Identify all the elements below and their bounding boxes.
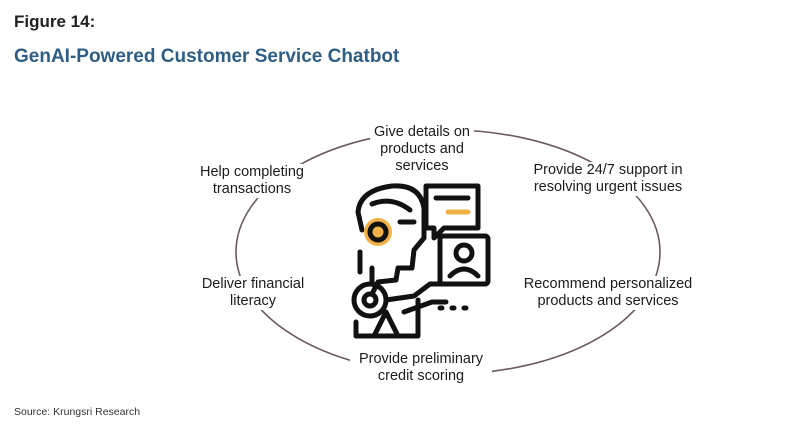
capability-financial-literacy: Deliver financial literacy — [196, 276, 310, 310]
figure-label: Figure 14: — [14, 12, 96, 31]
capability-24-7-support: Provide 24/7 support in resolving urgent… — [522, 162, 694, 196]
capability-credit-scoring: Provide preliminary credit scoring — [350, 351, 492, 385]
chatbot-robot-icon — [351, 183, 491, 339]
capability-transaction-help: Help completing transactions — [190, 164, 314, 198]
capability-product-details: Give details on products and services — [370, 124, 474, 175]
capability-personalized-recommendations: Recommend personalized products and serv… — [516, 276, 700, 310]
source-note: Source: Krungsri Research — [14, 406, 141, 418]
figure-title: GenAI-Powered Customer Service Chatbot — [14, 46, 400, 67]
